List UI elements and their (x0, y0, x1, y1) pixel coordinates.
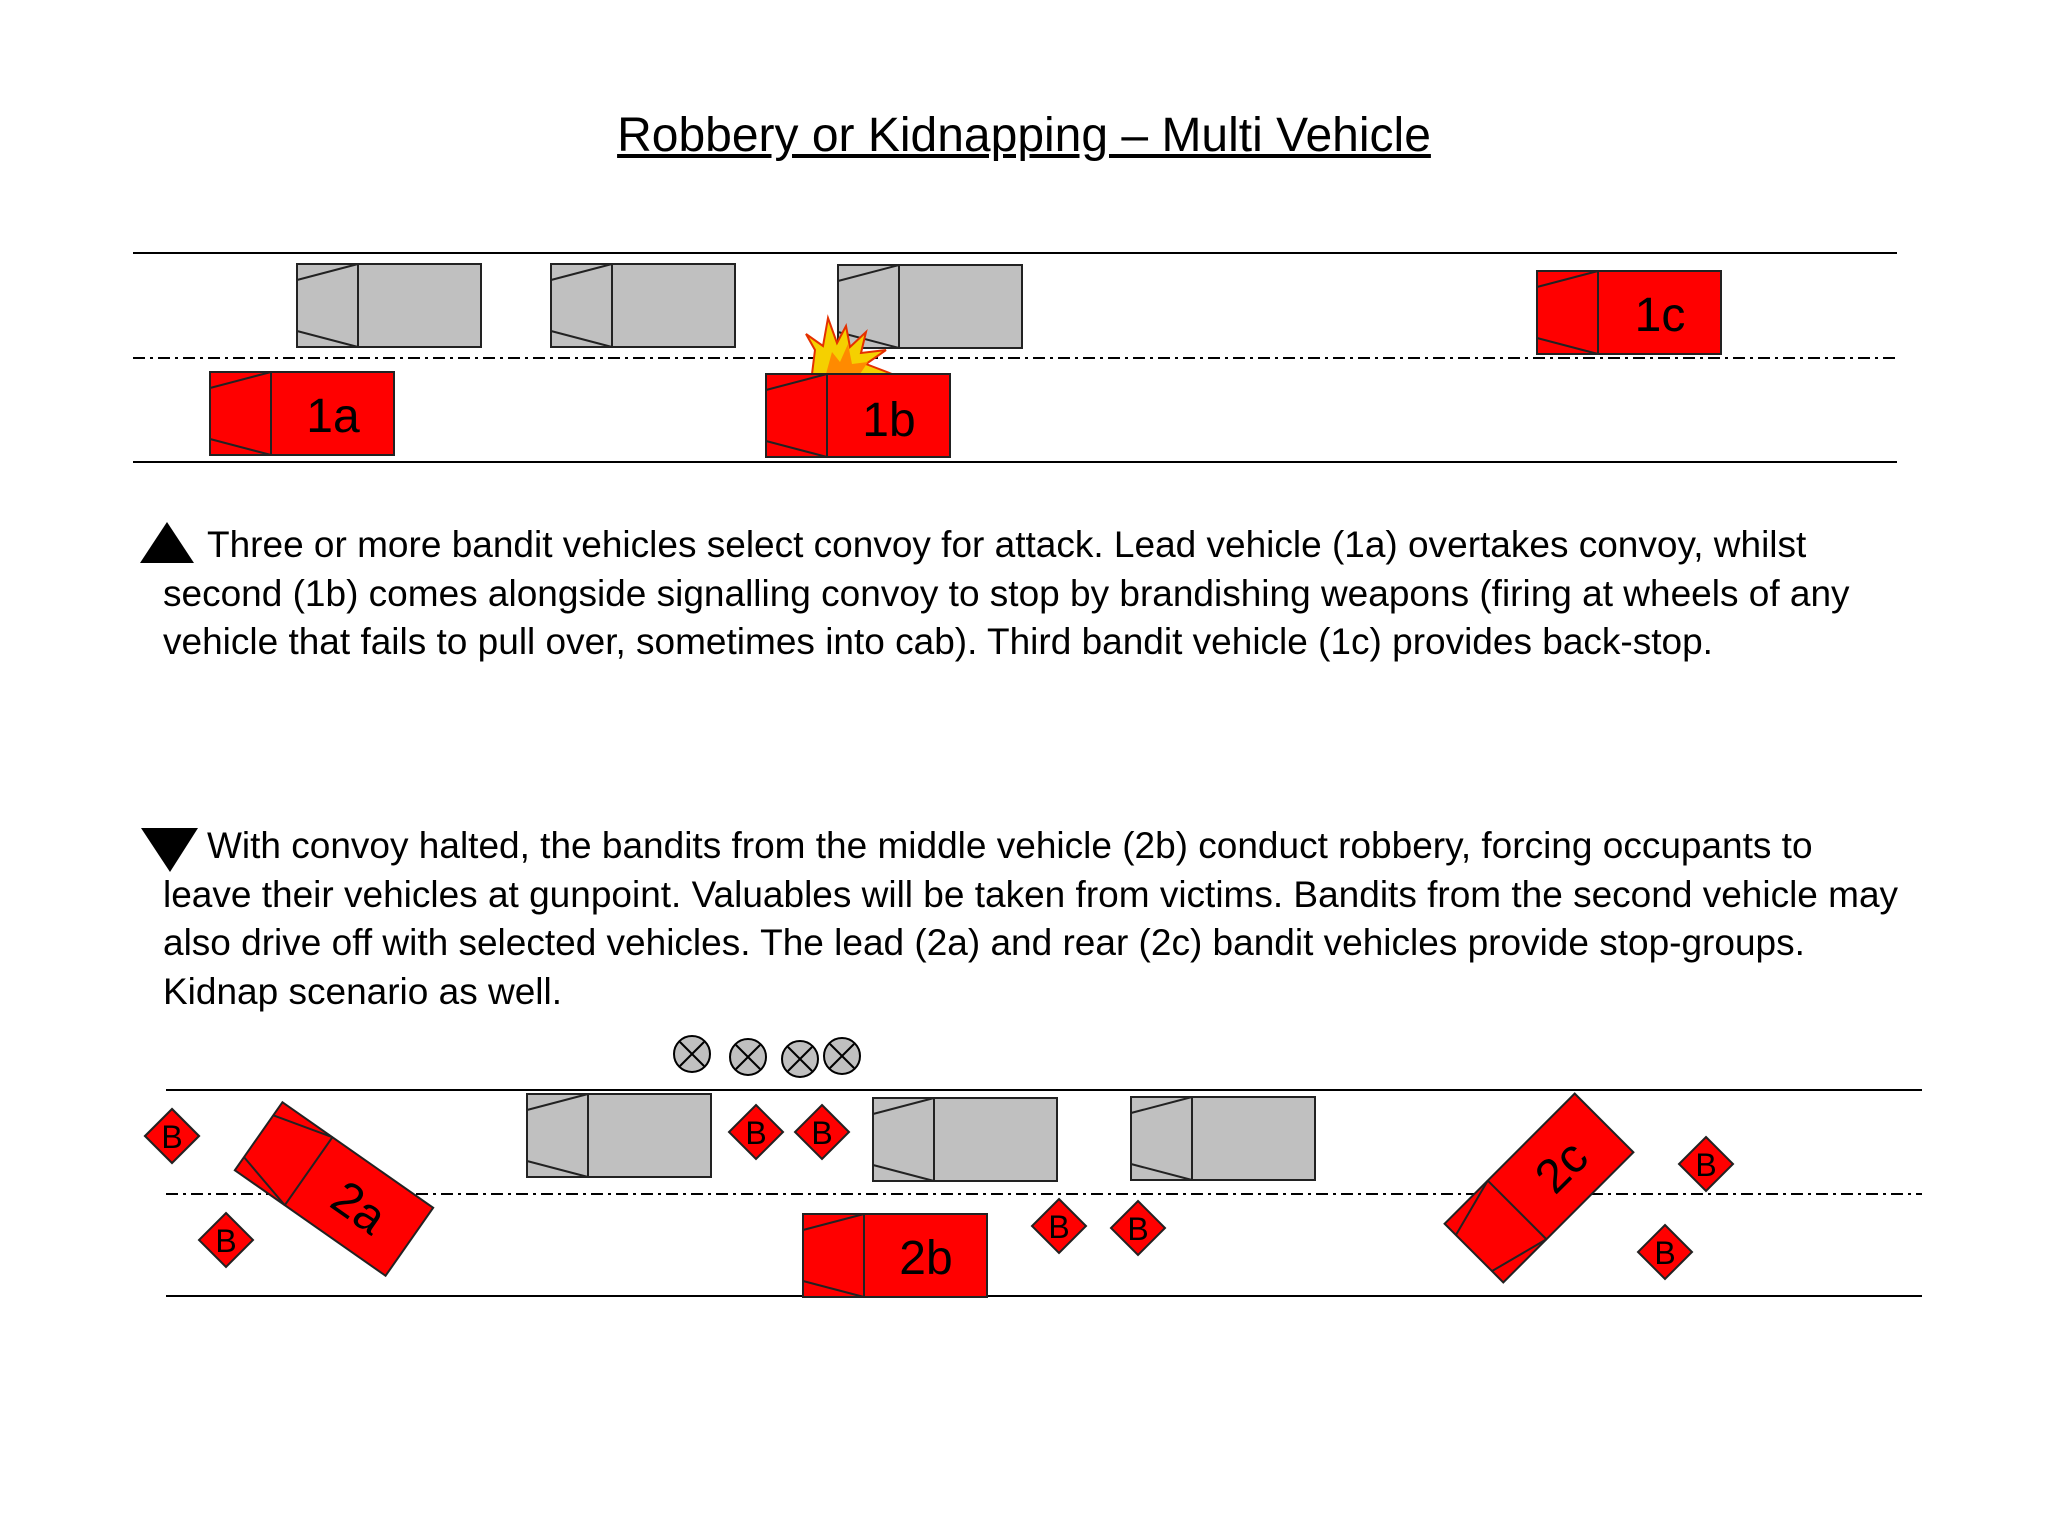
bandit-vehicle-1b: 1b (765, 373, 951, 458)
bandit-marker: B (793, 1103, 851, 1161)
convoy-vehicle (872, 1097, 1058, 1182)
bandit-marker: B (1030, 1197, 1088, 1255)
convoy-vehicle (837, 264, 1023, 349)
bandit-vehicle-1c: 1c (1536, 270, 1722, 355)
bandit-vehicle-1a: 1a (209, 371, 395, 456)
bandit-marker-label: B (811, 1115, 832, 1151)
circled-x-icon (781, 1040, 819, 1078)
vehicle-label-2b: 2b (899, 1232, 952, 1285)
convoy-vehicle (526, 1093, 712, 1178)
bandit-marker: B (197, 1211, 255, 1269)
bandit-marker-label: B (1654, 1235, 1675, 1271)
convoy-vehicle (1130, 1096, 1316, 1181)
down-triangle-icon (141, 828, 198, 872)
bandit-marker-label: B (745, 1115, 766, 1151)
circled-x-icon (823, 1037, 861, 1075)
vehicle-label-1b: 1b (862, 394, 915, 447)
bandit-marker-label: B (215, 1223, 236, 1259)
bandit-marker: B (143, 1107, 201, 1165)
bandit-marker-label: B (1048, 1209, 1069, 1245)
bandit-marker: B (1636, 1223, 1694, 1281)
bandit-marker-label: B (1695, 1147, 1716, 1183)
page-title: Robbery or Kidnapping – Multi Vehicle (617, 109, 1431, 162)
muzzle-flash-icon (805, 314, 893, 375)
bandit-marker-label: B (161, 1119, 182, 1155)
road-phase-2 (166, 1089, 1922, 1297)
phase-1-description: Three or more bandit vehicles select con… (163, 524, 1850, 662)
bandit-vehicle-2b: 2b (802, 1213, 988, 1298)
bandit-vehicle-2a: 2a (233, 1100, 435, 1278)
circled-x-icon (673, 1035, 711, 1073)
phase-2-description: With convoy halted, the bandits from the… (163, 825, 1899, 1012)
up-triangle-icon (140, 522, 194, 563)
convoy-vehicle (296, 263, 482, 348)
vehicle-label-1c: 1c (1635, 289, 1686, 342)
road-phase-1 (133, 252, 1897, 463)
bandit-marker-label: B (1127, 1211, 1148, 1247)
bandit-vehicle-2c: 2c (1443, 1092, 1635, 1284)
circled-x-icon (729, 1038, 767, 1076)
bandit-marker: B (1677, 1135, 1735, 1193)
vehicle-label-1a: 1a (306, 390, 360, 443)
bandit-marker: B (727, 1103, 785, 1161)
convoy-vehicle (550, 263, 736, 348)
bandit-marker: B (1109, 1199, 1167, 1257)
